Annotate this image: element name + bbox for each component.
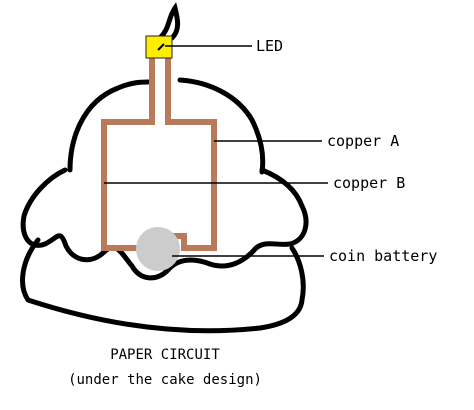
candle-flame: [157, 2, 181, 41]
copper-b-trace: [101, 56, 155, 251]
caption-title: PAPER CIRCUIT: [110, 347, 220, 363]
caption-subtitle: (under the cake design): [68, 372, 262, 388]
copper-b-label: copper B: [333, 174, 405, 192]
cake-top-tier: [67, 77, 266, 175]
led-icon: [145, 35, 173, 59]
coin-battery-icon: [136, 227, 180, 271]
led-polarity-mark: [157, 43, 165, 51]
led-label: LED: [256, 37, 283, 55]
coin-battery-label: coin battery: [329, 247, 437, 265]
cake-bottom-tier: [20, 237, 306, 334]
copper-a-trace: [165, 56, 217, 251]
cake-middle-tier: [20, 167, 309, 281]
copper-a-label: copper A: [327, 132, 399, 150]
